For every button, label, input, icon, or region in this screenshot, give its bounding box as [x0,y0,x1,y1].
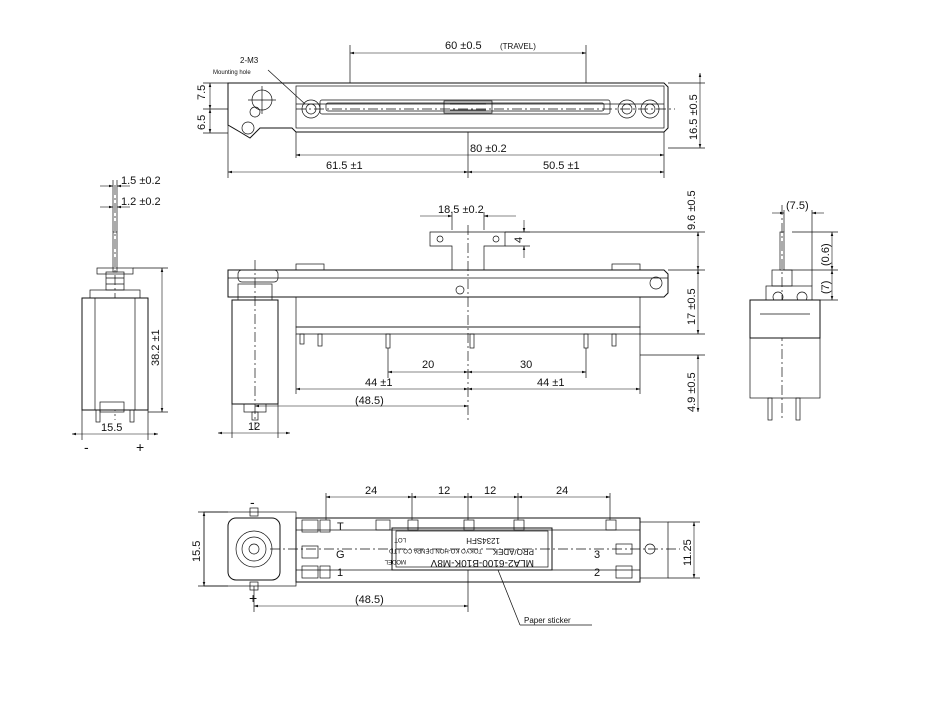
dim-61-5: 61.5 ±1 [326,160,363,172]
pin-label-2: 2 [594,567,600,579]
dim-16-5: 16.5 ±0.5 [688,94,700,140]
front-view: 18.5 ±0.2 4 [217,190,705,438]
dim-4: 4 [513,237,525,243]
dim-9-6: 9.6 ±0.5 [686,190,698,230]
hole-note: Mounting hole [213,70,251,76]
left-view: 1.5 ±0.2 1.2 ±0.2 38.2 ±1 15.5 - + [71,175,168,455]
dim-44-right: 44 ±1 [537,377,564,389]
dim-1-2: 1.2 ±0.2 [121,196,161,208]
pin-label-t: T [337,521,344,533]
right-view: (7.5) (0.6) (7) [749,200,838,421]
dim-80: 80 ±0.2 [470,143,507,155]
dim-11-25: 11.25 [682,539,694,566]
dim-18-5: 18.5 ±0.2 [438,204,484,216]
sticker-code: 1234SFH [466,536,500,545]
dim-38-2: 38.2 ±1 [150,329,162,366]
paper-sticker-label: Paper sticker [524,616,571,625]
pin-label-1: 1 [337,567,343,579]
minus-sign: - [84,439,89,455]
front-pins [299,333,617,349]
dim-44-left: 44 ±1 [365,377,392,389]
bottom-view: 24 12 12 24 - + [191,485,700,626]
dim-4-9: 4.9 ±0.5 [686,372,698,412]
dim-12-left: 12 [438,485,450,497]
dim-48-5-front: (48.5) [355,395,384,407]
travel-note: (TRAVEL) [500,42,536,51]
dim-50-5: 50.5 ±1 [543,160,580,172]
travel-dim: 60 ±0.5 [445,40,482,52]
dim-15-5-left: 15.5 [101,422,122,434]
dim-7: (7) [820,281,832,294]
sticker-lot: LOT [394,536,406,542]
sticker-model-tag: MODEL [384,558,406,564]
dim-12-motor: 12 [248,421,260,433]
hole-callout: 2-M3 [240,56,259,65]
sticker-brand: PRO/ADEK [492,547,534,556]
dim-20: 20 [422,359,434,371]
dim-24-left: 24 [365,485,377,497]
dim-24-right: 24 [556,485,568,497]
dim-7-5: 7.5 [196,85,208,100]
dim-15-5-bottom: 15.5 [191,541,203,562]
sticker-maker: TOKYO KO-HON DENPA CO.,LTD [388,547,482,553]
minus-sign-bottom: - [250,494,255,510]
dim-48-5-bottom: (48.5) [355,594,384,606]
pin-label-g: G [336,549,345,561]
dim-17: 17 ±0.5 [686,288,698,325]
pin-label-3: 3 [594,549,600,561]
plus-sign: + [136,439,144,455]
dim-0-6: (0.6) [820,243,832,266]
terminal-pads [301,519,633,579]
dim-1-5: 1.5 ±0.2 [121,175,161,187]
dim-30: 30 [520,359,532,371]
top-view: 60 ±0.5 (TRAVEL) 2-M3 Mounting hole [196,40,705,178]
dim-12-right: 12 [484,485,496,497]
sticker-model: MLA2-6100-B10K-M8V [430,557,534,568]
plus-sign-bottom: + [249,590,257,606]
dim-6-5: 6.5 [196,115,208,130]
dim-7-5-right: (7.5) [786,200,809,212]
